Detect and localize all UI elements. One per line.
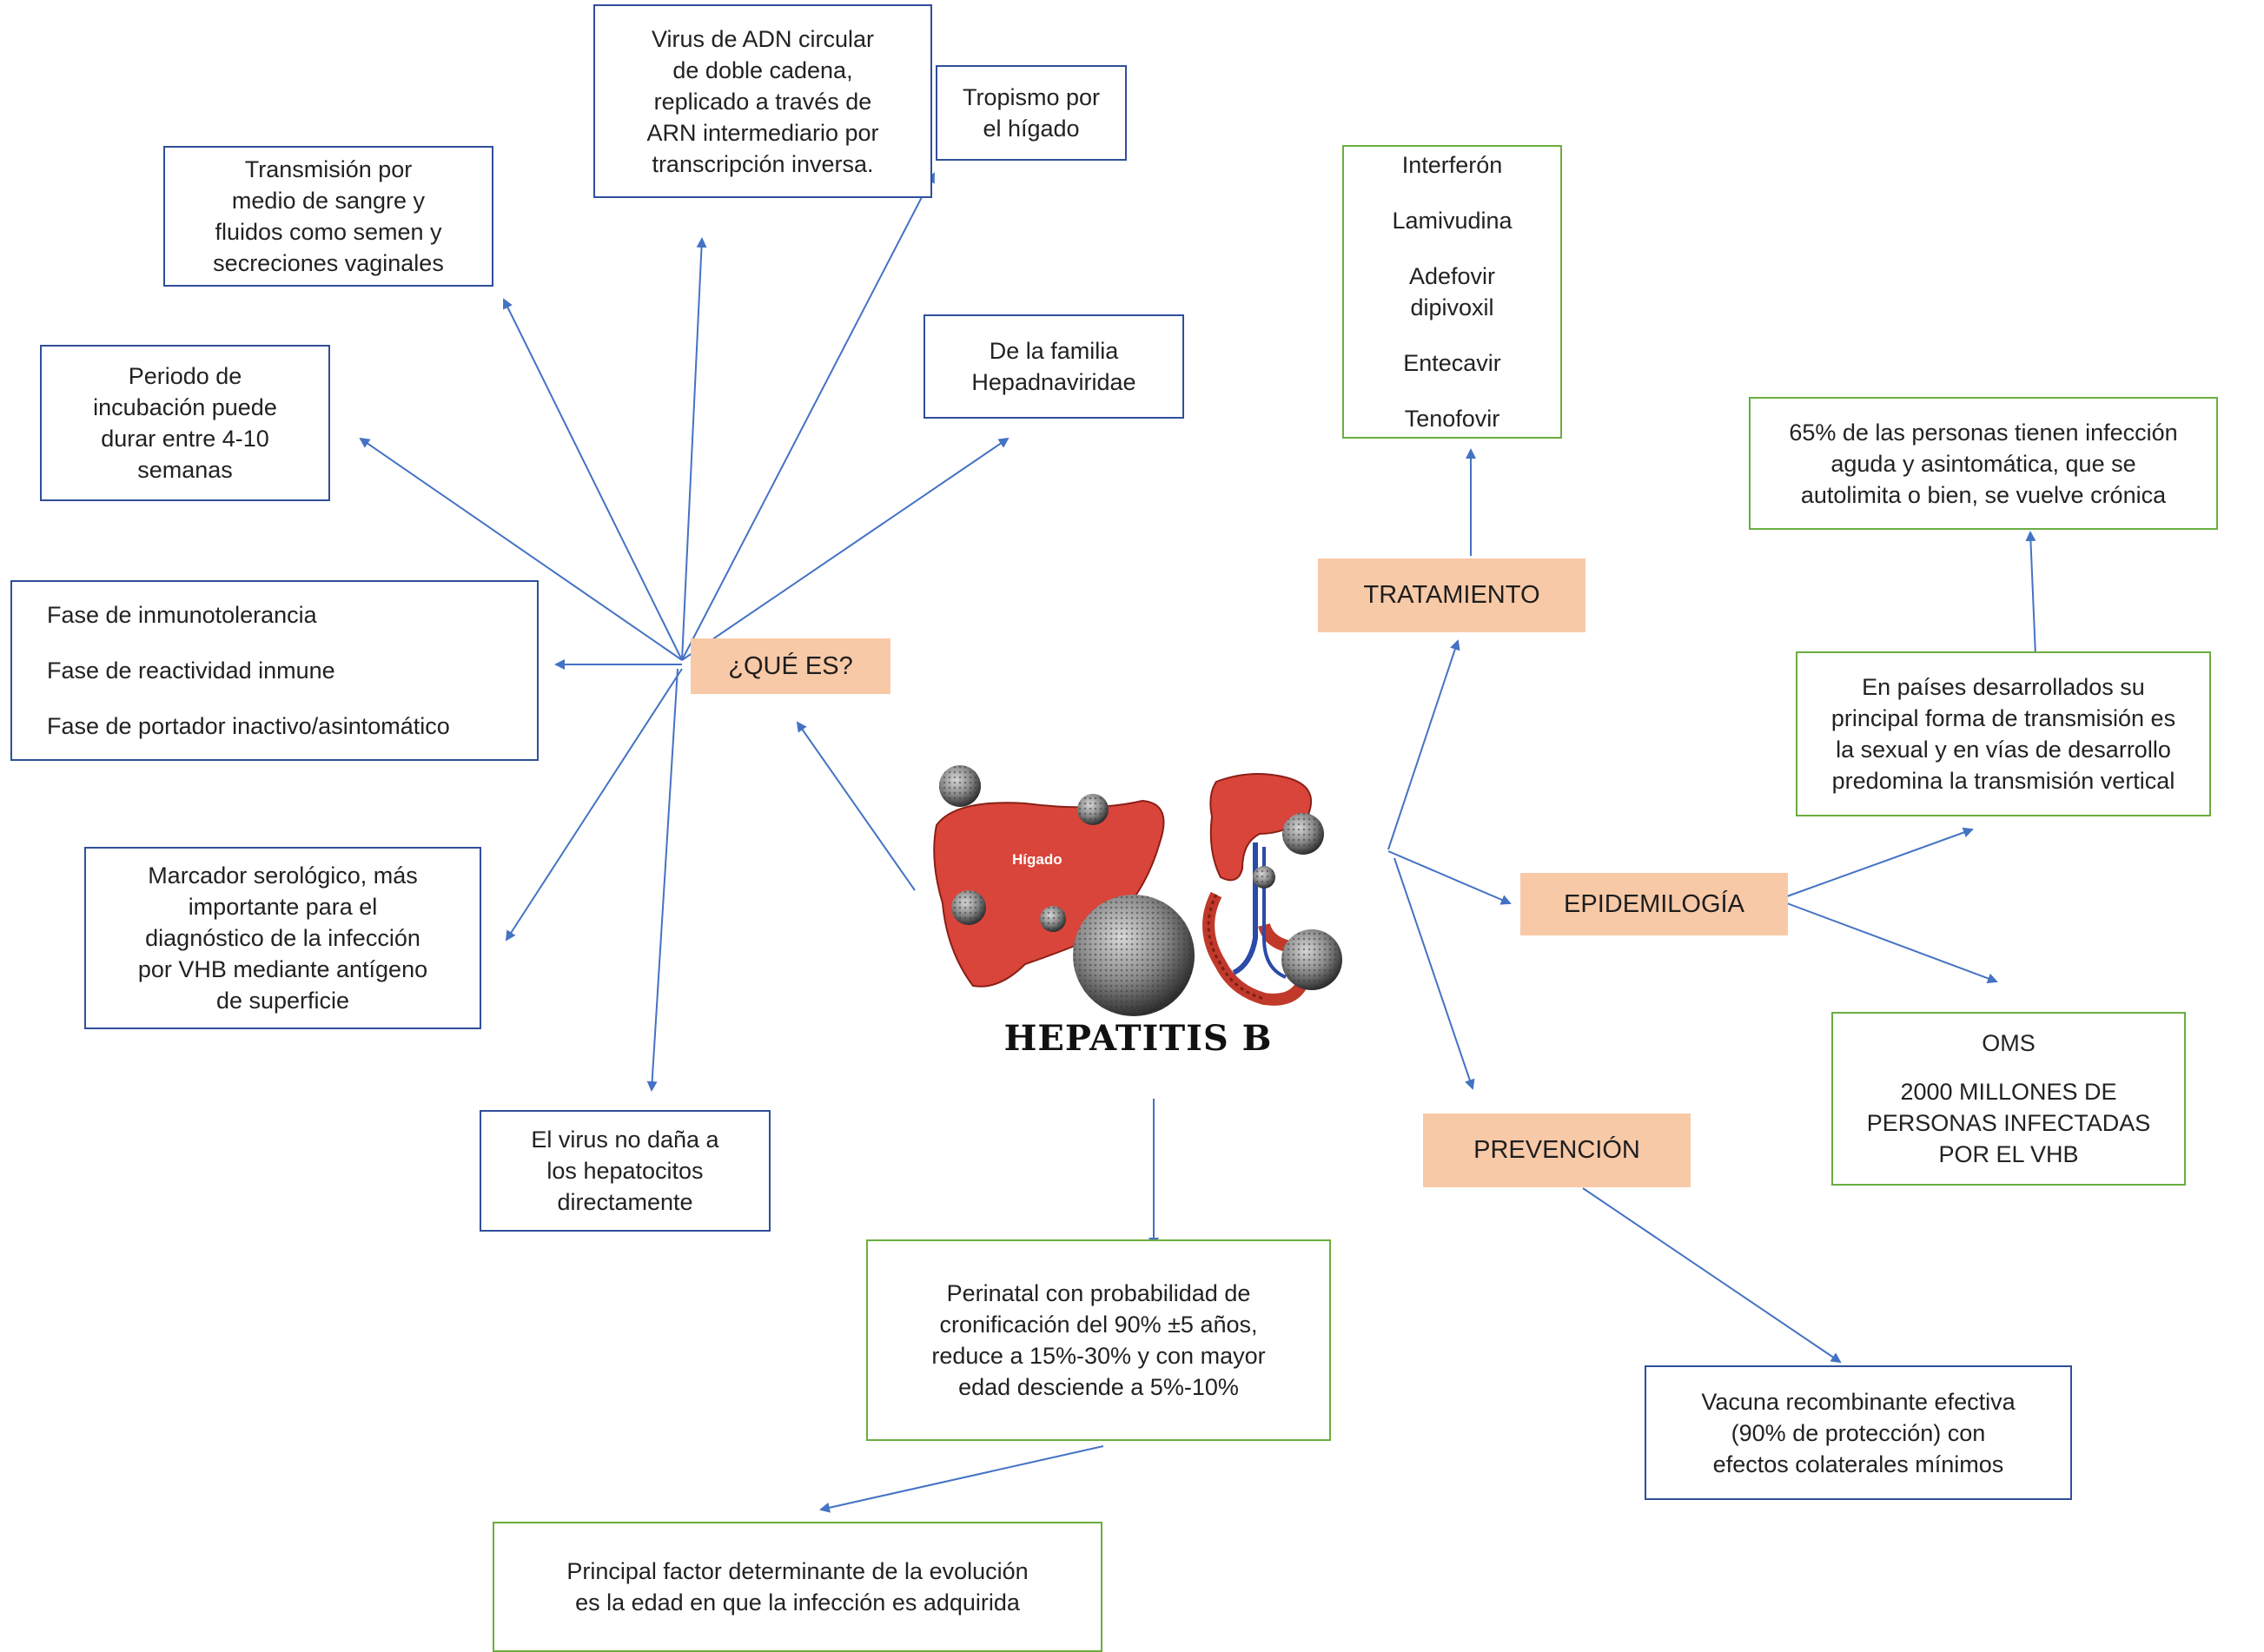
arrow-to-aguda xyxy=(2025,531,2036,657)
arrow-center-to-que-es xyxy=(796,721,916,891)
category-epidemiologia: EPIDEMILOGÍA xyxy=(1520,873,1788,935)
arrow-to-prevencion xyxy=(1393,857,1475,1090)
tropismo-box: Tropismo por el hígado xyxy=(936,65,1127,161)
factor-box: Principal factor determinante de la evol… xyxy=(493,1522,1102,1652)
oms-text: 2000 MILLONES DE PERSONAS INFECTADAS POR… xyxy=(1866,1079,2151,1167)
drugs-box: Interferón Lamivudina Adefovir dipivoxil… xyxy=(1342,145,1562,439)
arrow-to-oms xyxy=(1786,902,1998,984)
arrow-to-tratamiento xyxy=(1387,639,1460,850)
liver-label: Hígado xyxy=(1012,851,1062,868)
marcador-box: Marcador serológico, más importante para… xyxy=(84,847,481,1029)
fase-item: Fase de reactividad inmune xyxy=(47,657,335,684)
incubacion-box: Periodo de incubación puede durar entre … xyxy=(40,345,330,501)
aguda-box: 65% de las personas tienen infección agu… xyxy=(1749,397,2218,530)
category-prevencion: PREVENCIÓN xyxy=(1423,1113,1691,1187)
category-tratamiento: TRATAMIENTO xyxy=(1318,558,1585,632)
drug-item: Interferón xyxy=(1401,152,1503,178)
virus-particle-icon xyxy=(939,765,1342,1016)
arrow-to-familia xyxy=(681,437,1010,661)
drug-item: Adefovir dipivoxil xyxy=(1408,263,1496,320)
arrow-to-epi-transmision xyxy=(1786,827,1974,897)
fases-box: Fase de inmunotolerancia Fase de reactiv… xyxy=(10,580,539,761)
familia-box: De la familia Hepadnaviridae xyxy=(923,314,1184,419)
fase-item: Fase de inmunotolerancia xyxy=(47,602,317,628)
arrow-to-tropismo xyxy=(681,172,935,661)
oms-title: OMS xyxy=(1982,1030,2036,1056)
arrow-to-vacuna xyxy=(1582,1187,1842,1364)
epi-transmision-box: En países desarrollados su principal for… xyxy=(1796,651,2211,816)
arrow-to-factor xyxy=(819,1445,1104,1513)
liver-right-illustration xyxy=(1209,773,1312,882)
category-que-es: ¿QUÉ ES? xyxy=(691,638,890,694)
arrow-to-marcador xyxy=(505,668,683,942)
drug-item: Lamivudina xyxy=(1392,208,1513,234)
diagram-title: HEPATITIS B xyxy=(1003,1018,1273,1059)
hepatitis-b-illustration xyxy=(933,765,1342,1016)
virus-adn-box: Virus de ADN circular de doble cadena, r… xyxy=(593,4,932,198)
vacuna-box: Vacuna recombinante efectiva (90% de pro… xyxy=(1645,1365,2072,1500)
arrow-to-transmision xyxy=(503,298,683,661)
arrow-to-no-dana xyxy=(646,668,679,1092)
arrow-to-epidemiologia xyxy=(1387,850,1512,905)
oms-box: OMS 2000 MILLONES DE PERSONAS INFECTADAS… xyxy=(1831,1012,2186,1186)
drug-item: Tenofovir xyxy=(1404,406,1500,432)
no-dana-box: El virus no daña a los hepatocitos direc… xyxy=(480,1110,771,1232)
arrow-to-virus-adn xyxy=(681,237,707,661)
transmision-box: Transmisión por medio de sangre y fluido… xyxy=(163,146,493,287)
drug-item: Entecavir xyxy=(1403,350,1501,376)
perinatal-box: Perinatal con probabilidad de cronificac… xyxy=(866,1239,1331,1441)
fase-item: Fase de portador inactivo/asintomático xyxy=(47,713,450,739)
arrow-to-incubacion xyxy=(359,437,683,661)
